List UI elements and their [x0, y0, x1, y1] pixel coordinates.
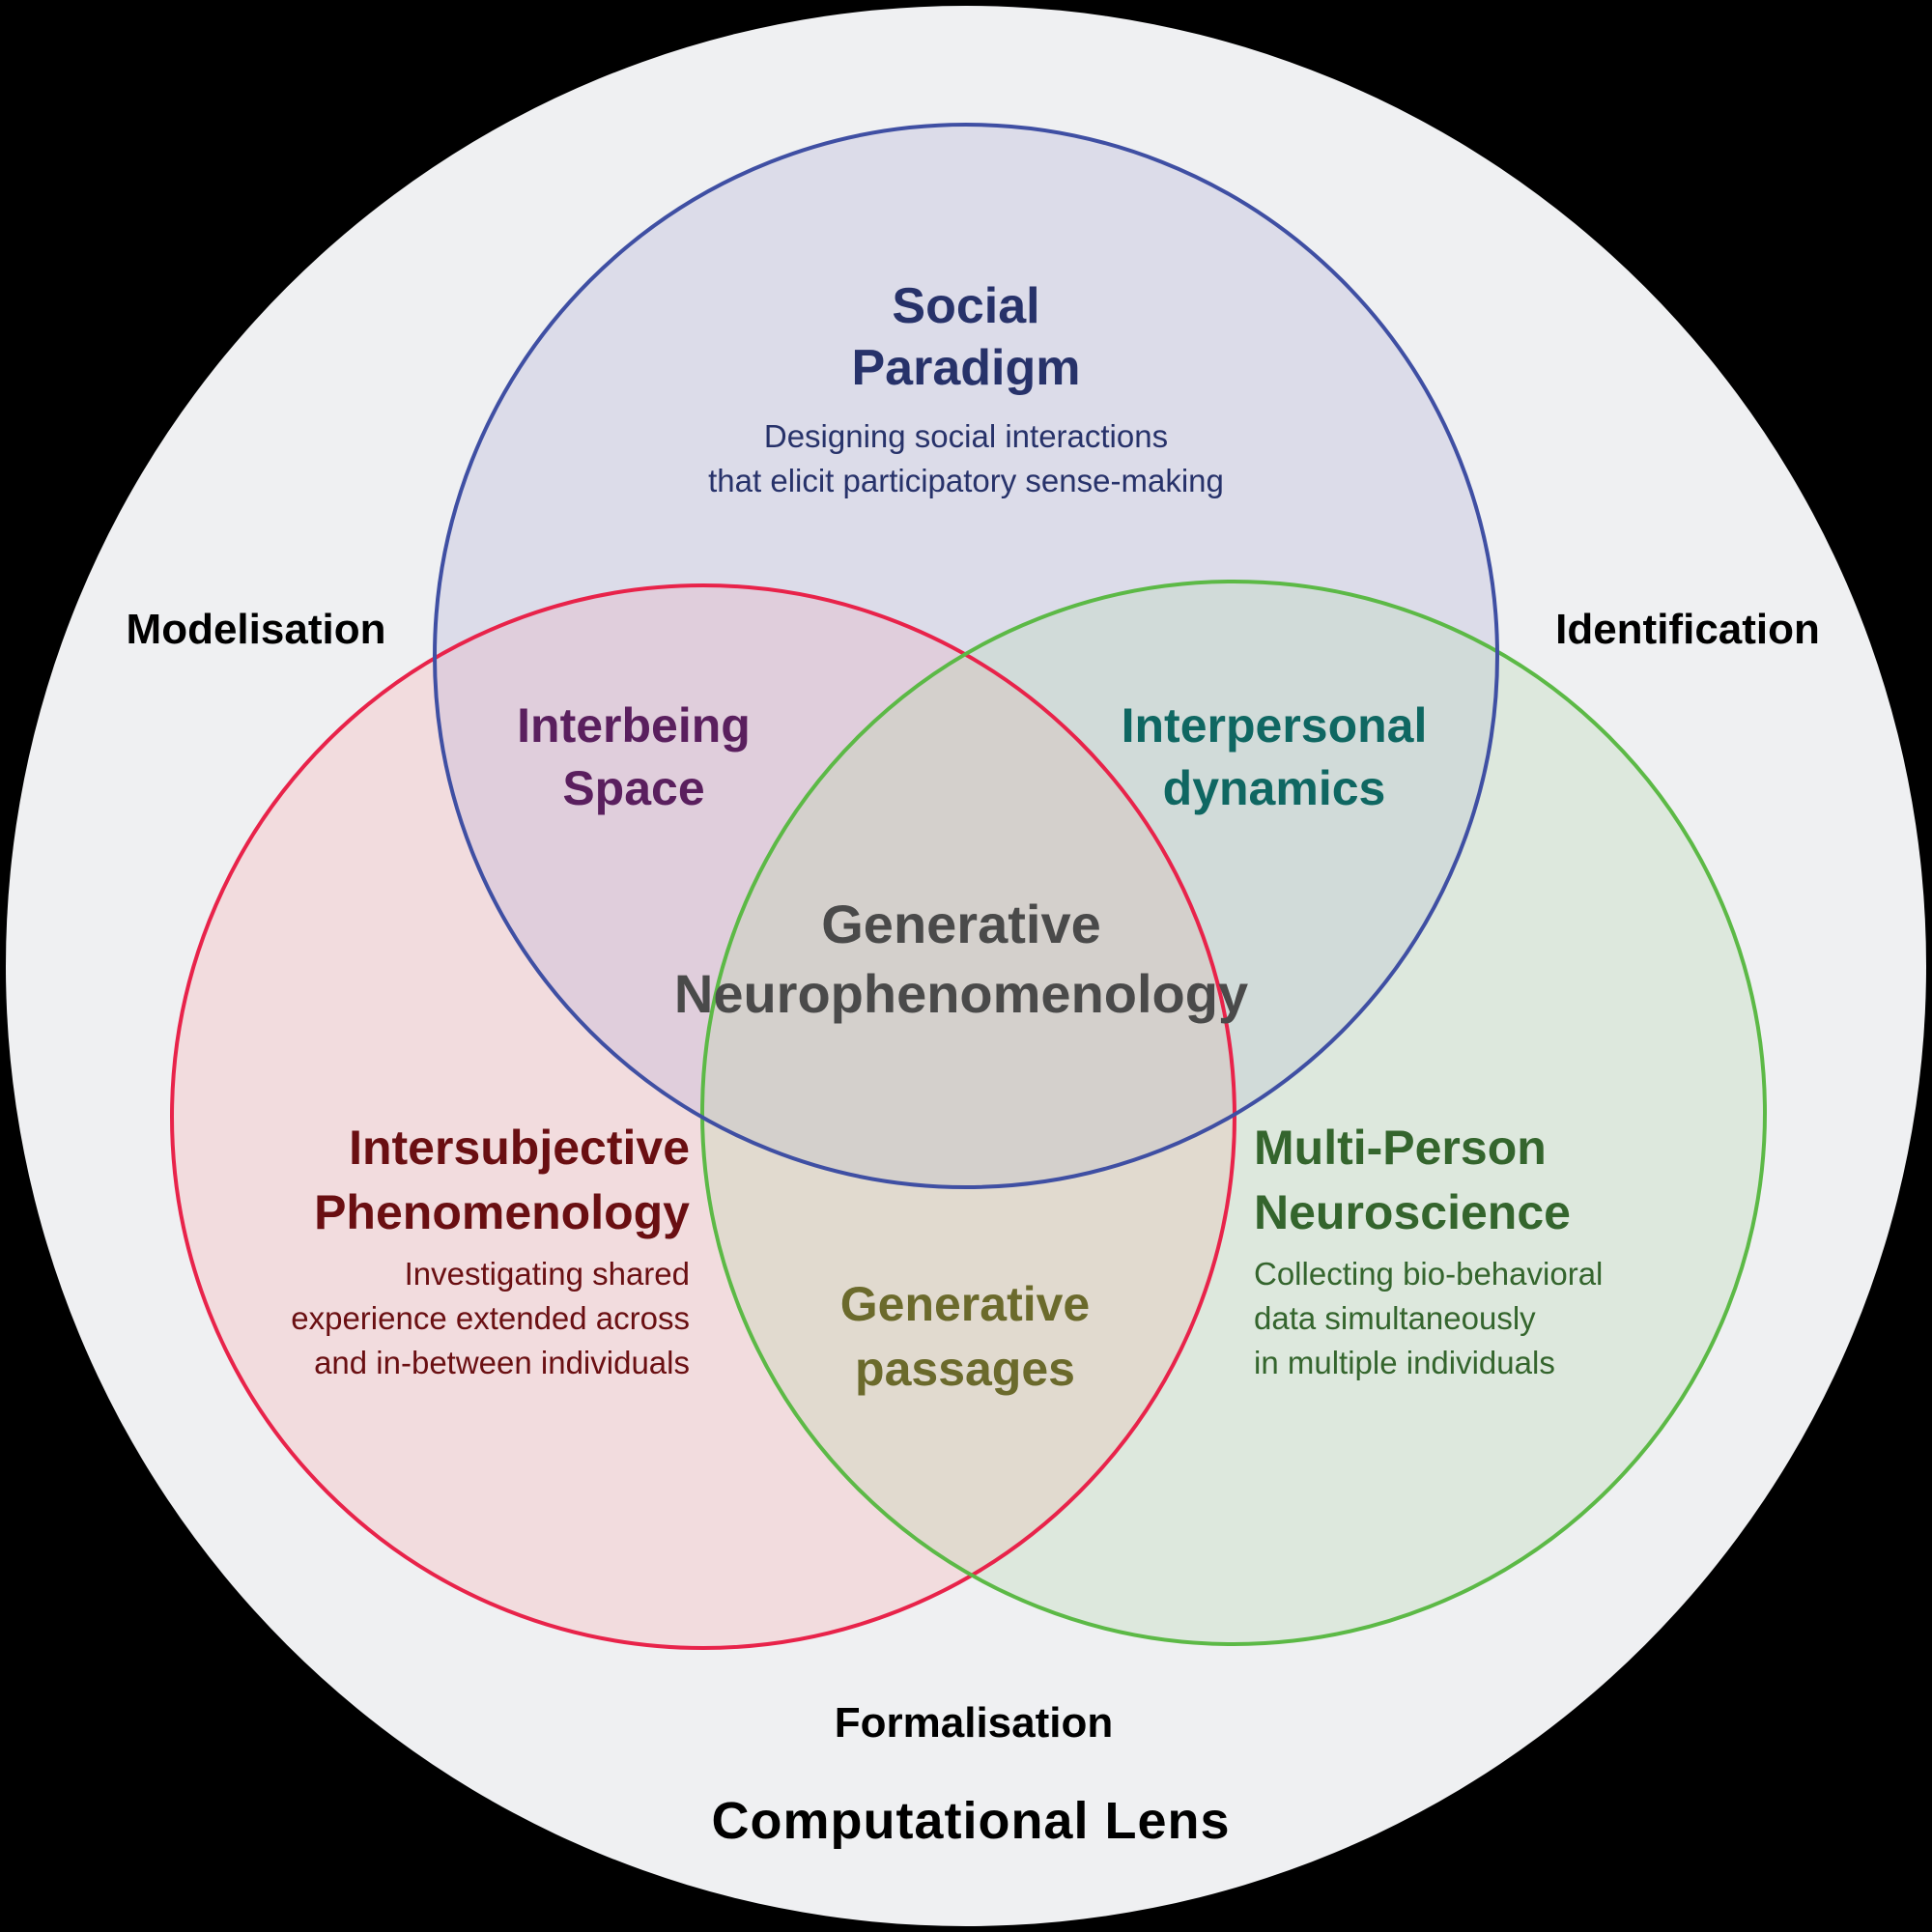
neuroscience-description-line1: Collecting bio-behavioral: [1254, 1256, 1603, 1292]
neuroscience-description-line3: in multiple individuals: [1254, 1345, 1555, 1380]
phenomenology-description-line3: and in-between individuals: [314, 1345, 690, 1380]
interbeing-space-line2: Space: [562, 761, 704, 815]
neuroscience-description-line2: data simultaneously: [1254, 1300, 1536, 1336]
neuroscience-title-line2: Neuroscience: [1254, 1185, 1571, 1239]
phenomenology-title-line2: Phenomenology: [314, 1185, 690, 1239]
generative-passages-line2: passages: [855, 1342, 1075, 1396]
phenomenology-title-line1: Intersubjective: [349, 1121, 690, 1175]
phenomenology-description-line1: Investigating shared: [405, 1256, 690, 1292]
neuroscience-outline: [700, 580, 1767, 1646]
social-title-line2: Paradigm: [852, 340, 1081, 396]
phenomenology-description-line2: experience extended across: [291, 1300, 690, 1336]
social-description-line2: that elicit participatory sense-making: [708, 463, 1224, 498]
formalisation-label: Formalisation: [835, 1699, 1114, 1747]
generative-passages-line1: Generative: [840, 1277, 1090, 1331]
phenomenology-outline: [170, 583, 1236, 1650]
social-paradigm-outline: [433, 123, 1499, 1189]
interpersonal-dynamics-line1: Interpersonal: [1122, 698, 1428, 753]
identification-label: Identification: [1555, 606, 1820, 653]
interbeing-space-line1: Interbeing: [517, 698, 751, 753]
center-title-line1: Generative: [821, 894, 1101, 954]
social-title-line1: Social: [892, 278, 1039, 334]
interpersonal-dynamics-line2: dynamics: [1163, 761, 1386, 815]
social-description-line1: Designing social interactions: [764, 418, 1168, 454]
neuroscience-title-line1: Multi-Person: [1254, 1121, 1547, 1175]
computational-lens-caption: Computational Lens: [711, 1792, 1230, 1850]
modelisation-label: Modelisation: [127, 606, 386, 653]
center-title-line2: Neurophenomenology: [674, 963, 1248, 1024]
